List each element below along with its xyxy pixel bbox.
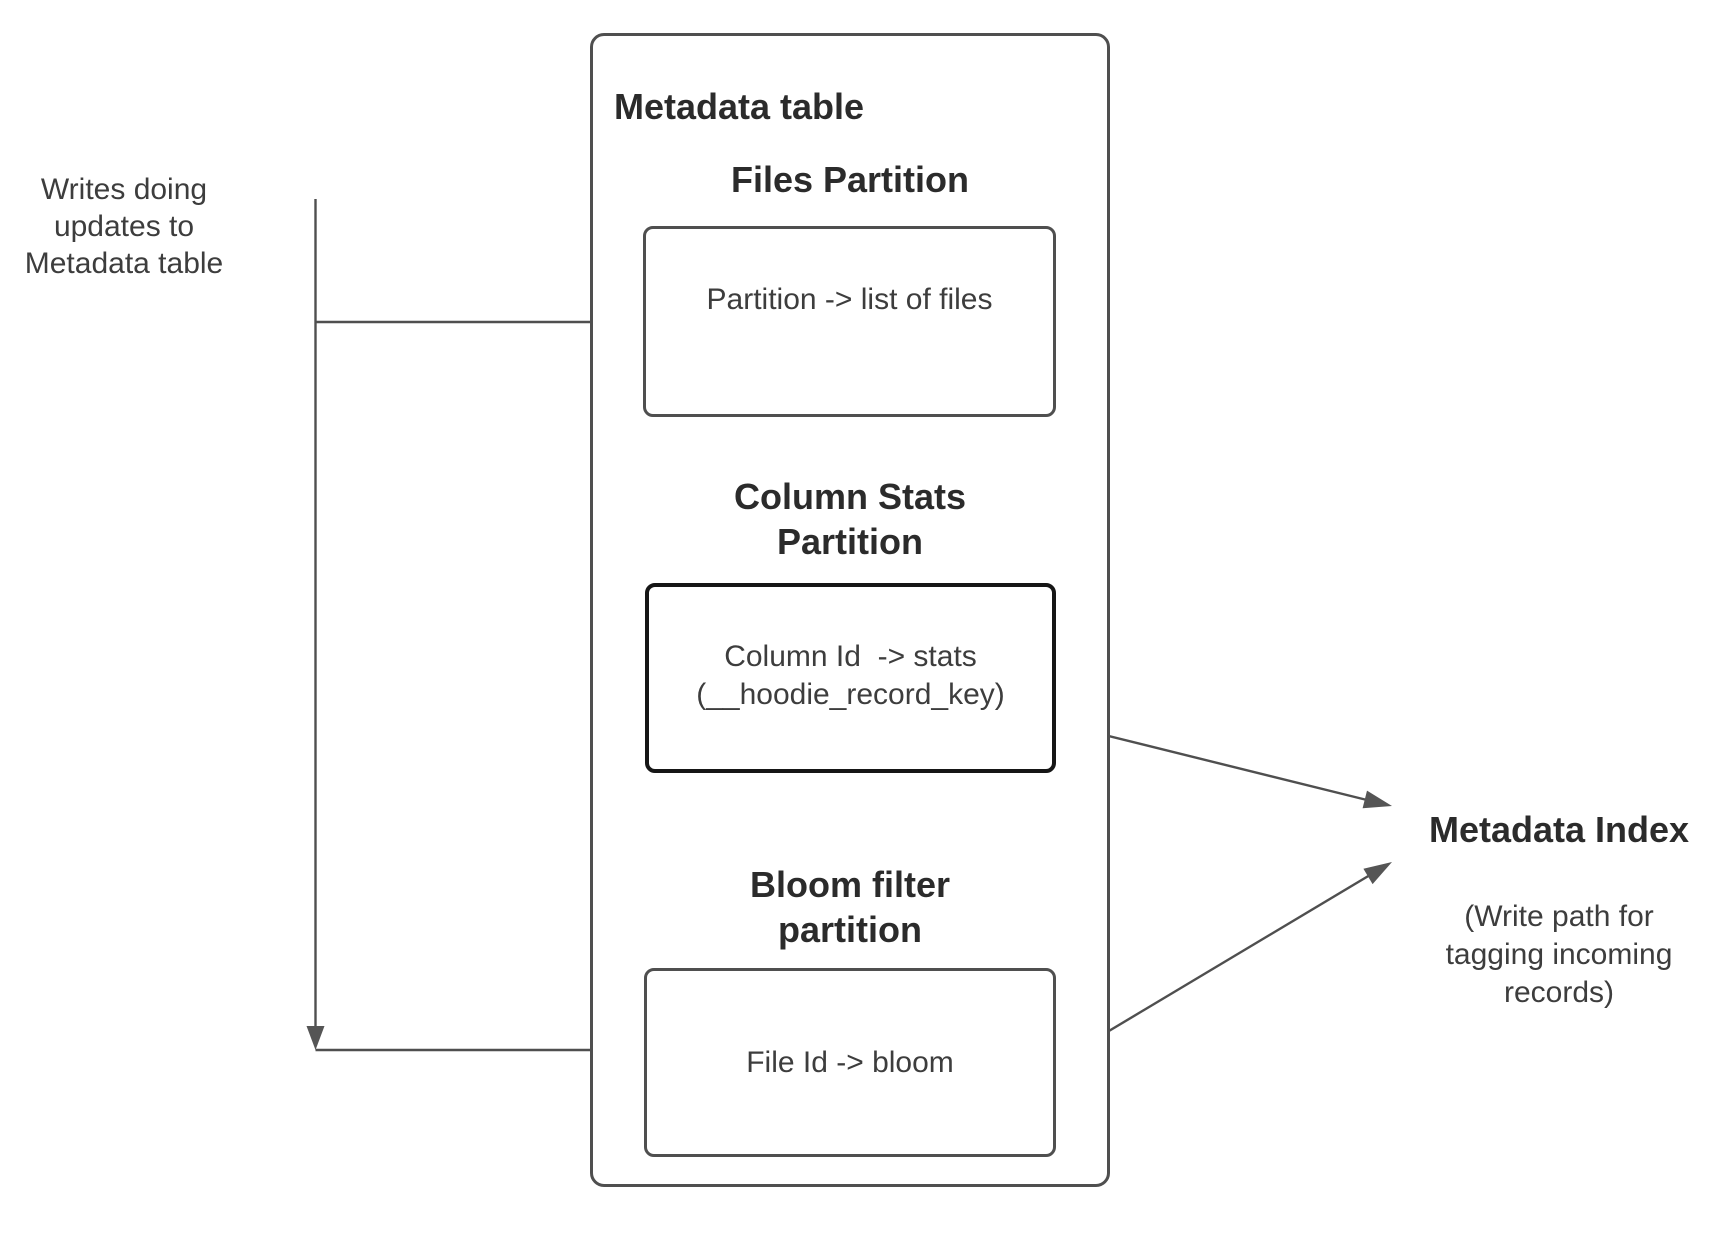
writes-note-line: updates to — [53, 210, 195, 243]
writes-note-line: Metadata table — [24, 247, 224, 280]
column-stats-partition-heading: Column Stats Partition — [643, 474, 1057, 564]
metadata-index-note-line: records) — [1503, 976, 1615, 1009]
column-stats-partition-box: Column Id -> stats (__hoodie_record_key) — [645, 583, 1056, 773]
writes-note: Writes doing updates to Metadata table — [10, 171, 238, 282]
bloom-filter-partition-box: File Id -> bloom — [644, 968, 1056, 1157]
bloom-heading-line: Bloom filter — [749, 864, 950, 905]
column-stats-box-text: Column Id -> stats (__hoodie_record_key) — [649, 638, 1052, 714]
bloom-filter-box-text: File Id -> bloom — [746, 1045, 954, 1079]
metadata-table-title: Metadata table — [614, 86, 865, 127]
down-arrowhead-icon — [306, 1026, 325, 1050]
metadata-index-note: (Write path for tagging incoming records… — [1398, 898, 1718, 1012]
stats-to-index-arrowhead-icon — [1362, 790, 1392, 809]
column-stats-heading-line: Partition — [776, 521, 923, 562]
bloom-filter-partition-heading: Bloom filter partition — [643, 862, 1057, 952]
bloom-to-index-arrowhead-icon — [1363, 862, 1392, 885]
column-stats-box-text-line: (__hoodie_record_key) — [696, 678, 1005, 711]
files-partition-box: Partition -> list of files — [643, 226, 1056, 417]
column-stats-heading-line: Column Stats — [733, 476, 966, 517]
metadata-index-note-line: (Write path for — [1464, 900, 1654, 933]
writes-note-line: Writes doing — [40, 173, 208, 206]
bloom-heading-line: partition — [778, 909, 922, 950]
metadata-index-note-line: tagging incoming — [1445, 938, 1673, 971]
column-stats-box-text-line: Column Id -> stats — [724, 640, 977, 673]
files-partition-box-text: Partition -> list of files — [706, 283, 993, 316]
files-partition-heading: Files Partition — [730, 159, 970, 200]
metadata-index-title: Metadata Index — [1428, 809, 1690, 850]
